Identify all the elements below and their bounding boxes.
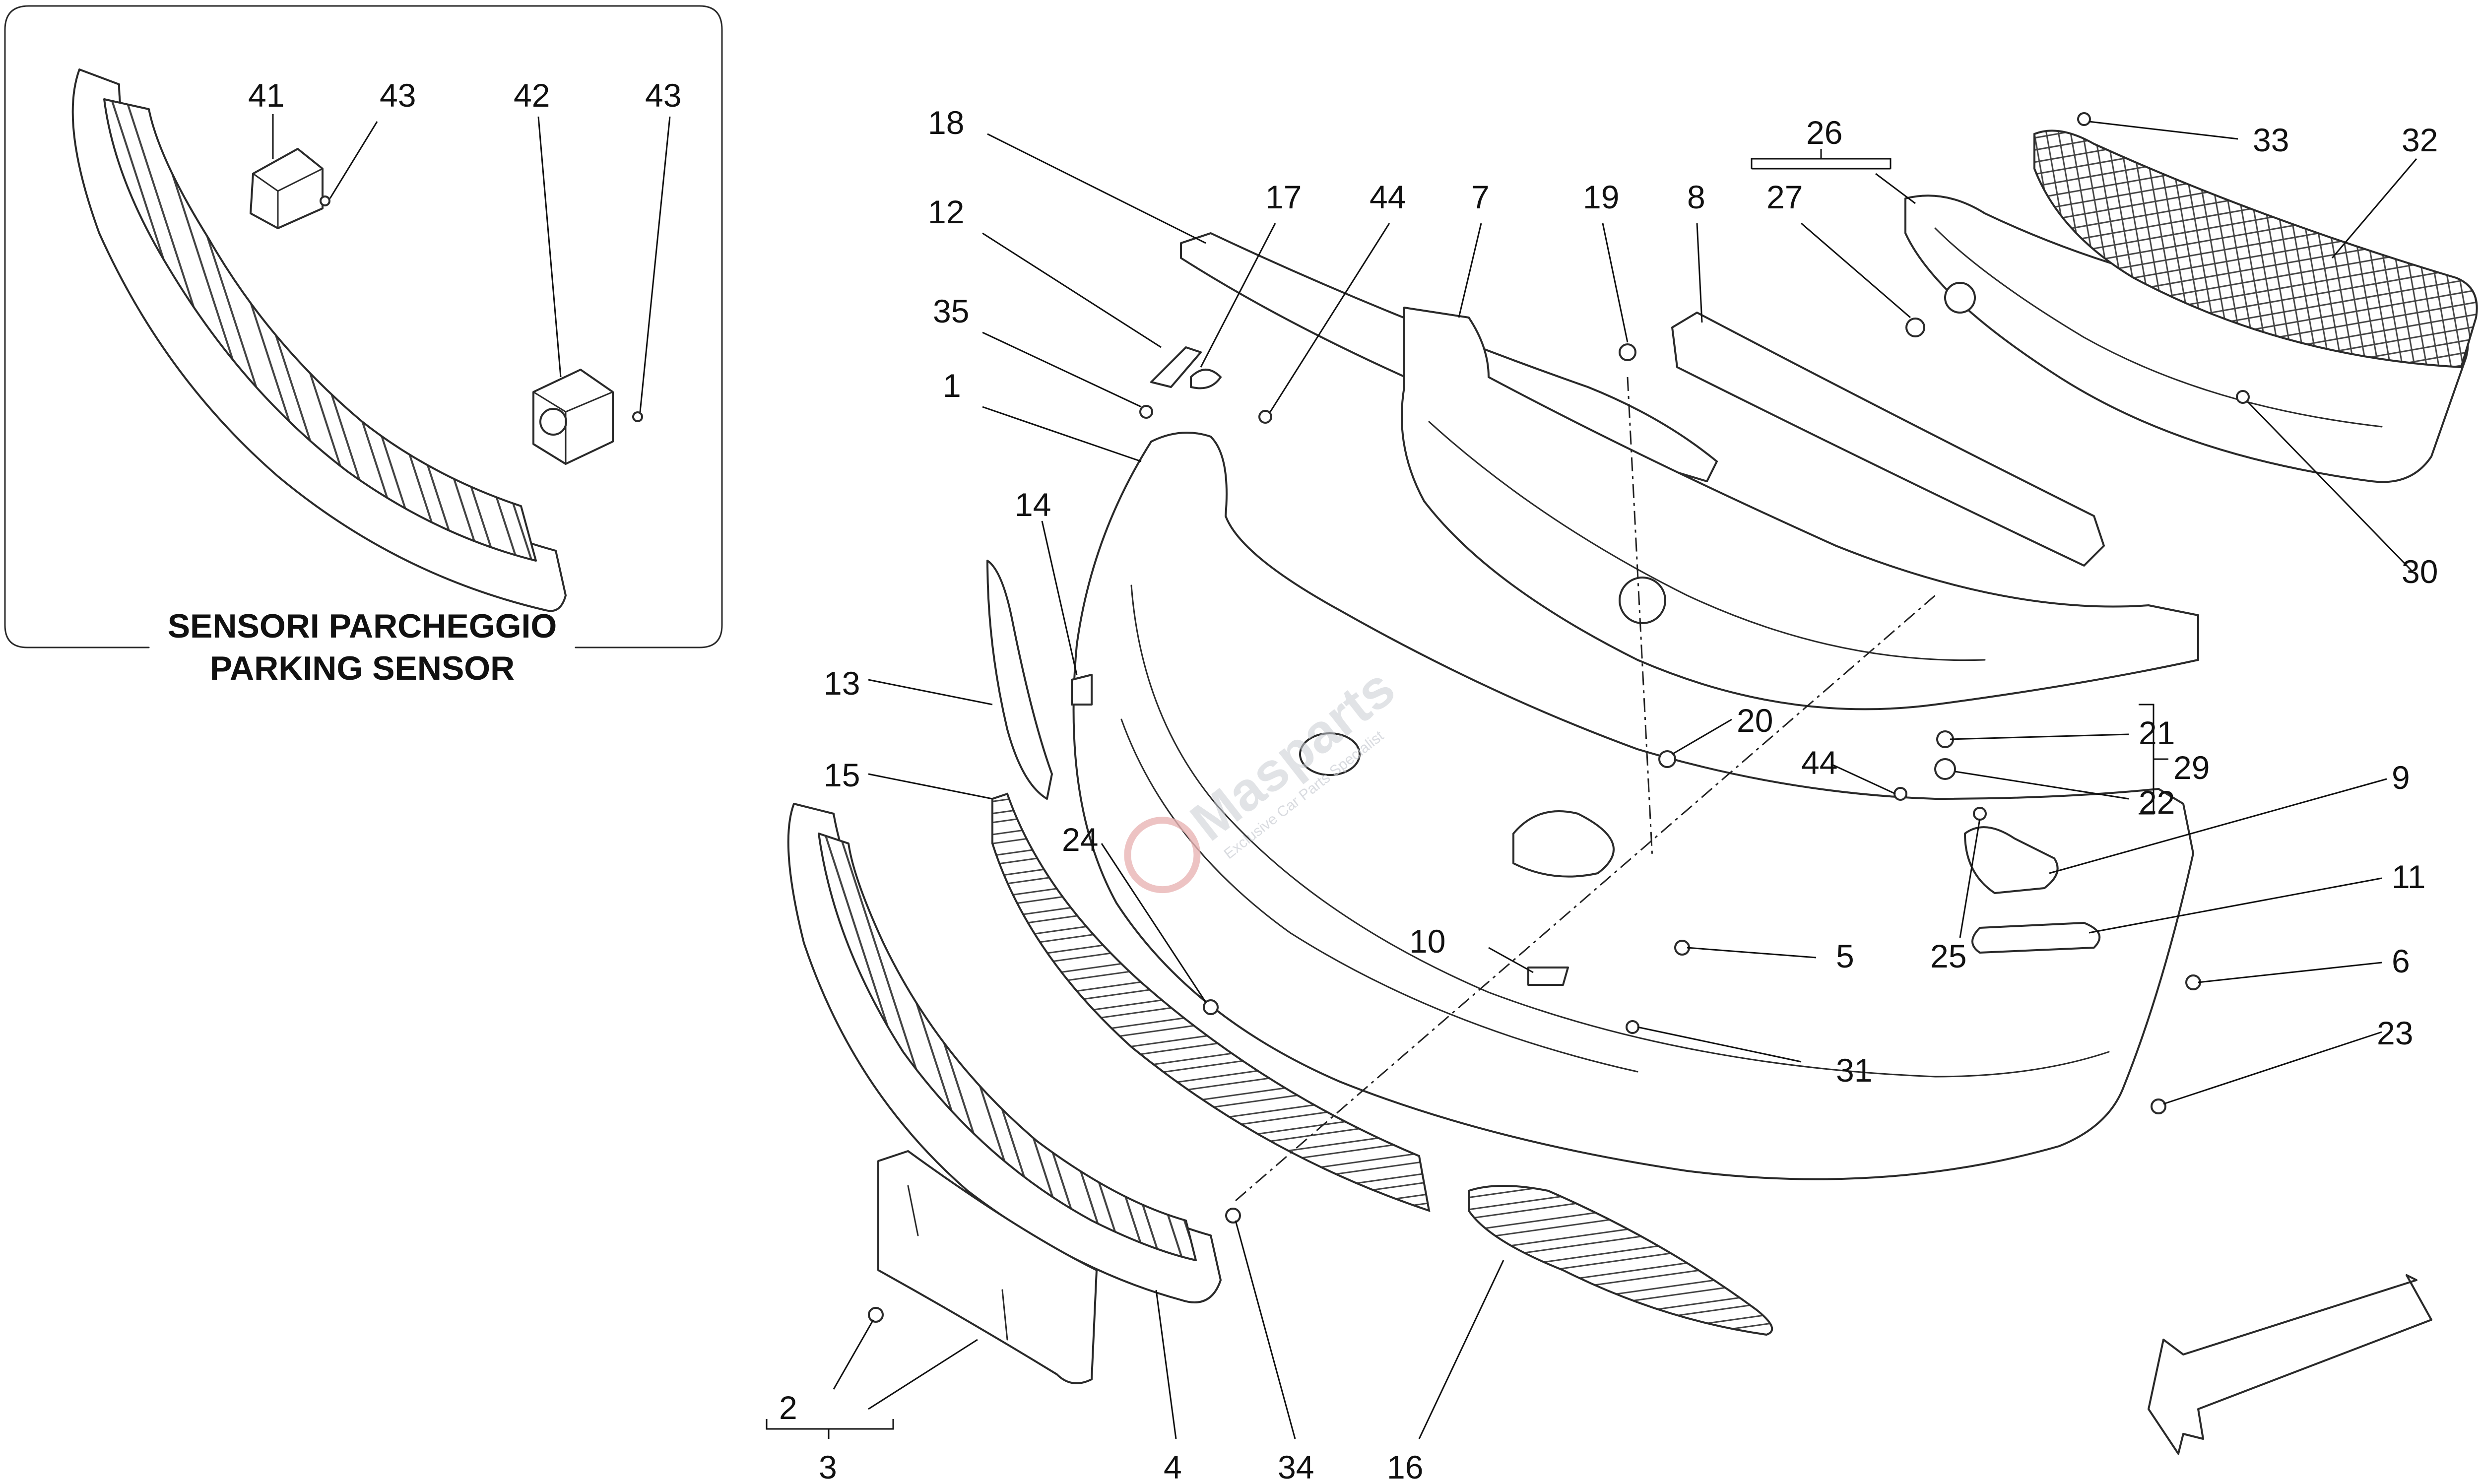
leader-lines — [833, 121, 2417, 1439]
callout-12: 12 — [928, 194, 964, 230]
part-26-grille-shroud — [1904, 194, 2469, 483]
screw-30 — [2236, 390, 2250, 404]
callout-23: 23 — [2377, 1015, 2413, 1051]
part-24-lower-grille-strip — [991, 792, 1431, 1212]
clip-12 — [1150, 346, 1202, 388]
part-7-bumper-beam — [1401, 307, 2199, 710]
screw-35 — [1139, 405, 1153, 419]
callout-5: 5 — [1836, 938, 1854, 974]
callout-15: 15 — [824, 757, 860, 793]
clip-22 — [1934, 758, 1956, 780]
inset-title-english: PARKING SENSOR — [210, 649, 515, 687]
callout-22: 22 — [2139, 784, 2175, 821]
callout-8: 8 — [1687, 179, 1705, 215]
screw-23 — [2151, 1098, 2166, 1114]
part-8-absorber — [1671, 312, 2105, 567]
callout-29: 29 — [2173, 749, 2210, 786]
part-9-side-bracket — [1964, 826, 2059, 894]
screw-43a — [320, 195, 330, 206]
callout-33: 33 — [2253, 122, 2289, 158]
screw-2 — [868, 1307, 884, 1323]
inset-grille — [71, 68, 567, 612]
screw-19 — [1619, 343, 1636, 361]
part-3-plate-bracket — [877, 1150, 1098, 1384]
parking-sensor-41 — [250, 148, 324, 229]
callout-24: 24 — [1062, 821, 1098, 858]
nut-34 — [1225, 1208, 1241, 1224]
part-32-mesh-insert — [2033, 129, 2478, 369]
callout-16: 16 — [1387, 1449, 1423, 1484]
bracket-29 — [2139, 704, 2168, 815]
clip-6 — [2185, 974, 2201, 990]
callout-11: 11 — [2392, 858, 2426, 895]
callout-7: 7 — [1471, 179, 1490, 215]
callout-42: 42 — [514, 77, 550, 114]
clip-10 — [1527, 967, 1569, 986]
part-16-side-lower-grille — [1468, 1185, 1773, 1336]
part-11-reflector — [1971, 922, 2101, 954]
callout-21: 21 — [2139, 714, 2175, 751]
screw-43b — [632, 411, 643, 422]
parking-sensor-inset: 41 43 42 43 SENSORI PARCHEGGIO PARKING S… — [4, 5, 723, 687]
clip-27 — [1905, 318, 1925, 337]
callout-43a: 43 — [380, 77, 416, 114]
callout-20: 20 — [1737, 702, 1773, 739]
callout-41: 41 — [248, 77, 284, 114]
gear-logo-icon — [1124, 817, 1201, 894]
screw-20 — [1658, 750, 1676, 768]
screw-24 — [1203, 999, 1219, 1015]
callout-4: 4 — [1164, 1449, 1182, 1484]
inset-frame — [4, 5, 723, 648]
callout-17: 17 — [1265, 179, 1302, 215]
callout-2: 2 — [779, 1389, 797, 1426]
part-1-bumper-cover — [1072, 432, 2194, 1180]
clip-31 — [1626, 1020, 1639, 1034]
arrow-down-left-icon — [2148, 1274, 2432, 1455]
part-15-main-grille — [787, 803, 1222, 1303]
clip-25 — [1973, 807, 1987, 821]
screw-33 — [2077, 112, 2091, 126]
bracket-3 — [766, 1419, 894, 1439]
callout-35: 35 — [933, 293, 969, 329]
callout-32: 32 — [2402, 122, 2438, 158]
callout-18: 18 — [928, 104, 964, 141]
callout-44a: 44 — [1370, 179, 1406, 215]
callout-6: 6 — [2392, 943, 2410, 979]
callout-30: 30 — [2402, 553, 2438, 590]
part-13-side-flap — [986, 560, 1053, 800]
centre-axis-line — [1235, 594, 1936, 1202]
callout-13: 13 — [824, 665, 860, 702]
bracket-26 — [1751, 149, 1892, 169]
callout-34: 34 — [1278, 1449, 1314, 1484]
screw-44b — [1893, 787, 1907, 801]
callout-31: 31 — [1836, 1052, 1872, 1089]
parking-sensor-42 — [532, 369, 614, 465]
callout-44b: 44 — [1801, 744, 1837, 781]
callout-27: 27 — [1766, 179, 1803, 215]
inset-title-italian: SENSORI PARCHEGGIO — [168, 607, 557, 645]
callout-numbers: 18 12 35 1 17 44 7 19 8 26 27 33 32 30 1… — [779, 104, 2438, 1484]
callout-10: 10 — [1409, 923, 1445, 960]
callout-9: 9 — [2392, 759, 2410, 796]
clip-14 — [1071, 674, 1093, 706]
clip-17 — [1190, 369, 1222, 389]
callout-43b: 43 — [645, 77, 681, 114]
callout-14: 14 — [1015, 486, 1051, 523]
callout-3: 3 — [819, 1449, 837, 1484]
fasteners — [868, 112, 2250, 1323]
callout-25: 25 — [1930, 938, 1966, 974]
callout-26: 26 — [1806, 114, 1842, 151]
callout-1: 1 — [943, 367, 961, 404]
clip-5 — [1674, 940, 1690, 956]
screw-44a — [1258, 410, 1272, 424]
callout-19: 19 — [1583, 179, 1619, 215]
